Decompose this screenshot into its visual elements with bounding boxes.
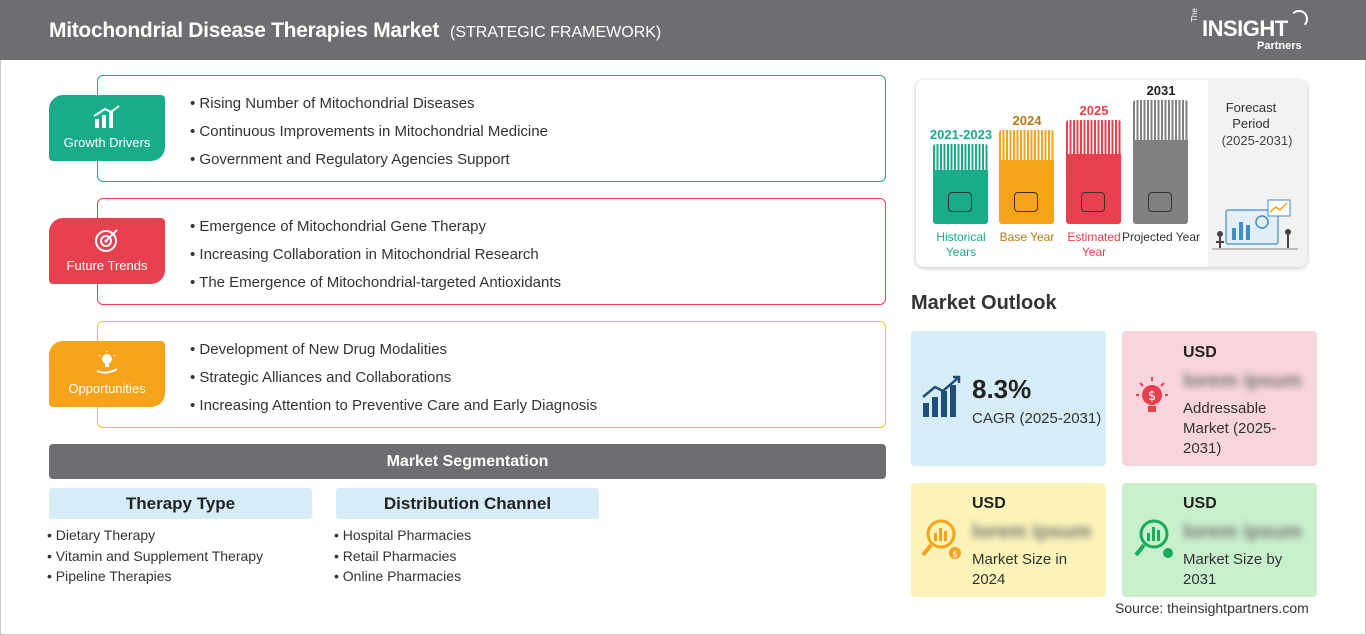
logo-insight: INSIGHT [1202, 16, 1288, 41]
logo-partners: Partners [1257, 40, 1302, 52]
timeline-year-label: 2021-2023 [929, 127, 993, 142]
addressable-currency: USD [1183, 344, 1217, 361]
svg-text:$: $ [1148, 389, 1156, 404]
clock-history-icon [948, 192, 972, 212]
size-2024-value: lorem ipsum [972, 521, 1091, 543]
opportunities-label: Opportunities [68, 381, 146, 396]
timeline-caption: Estimated Year [1067, 230, 1121, 259]
svg-text:$: $ [952, 550, 958, 560]
addressable-label: Addressable Market (2025-2031) [1183, 400, 1277, 457]
timeline-caption: Projected Year [1121, 230, 1201, 244]
addressable-market-tile: USD lorem ipsum Addressable Market (2025… [1122, 331, 1317, 466]
list-item: Increasing Collaboration in Mitochondria… [190, 245, 561, 273]
forecast-period-years: (2025-2031) [1221, 133, 1293, 148]
bar-stripes [1066, 120, 1121, 154]
timeline-bar-2031 [1133, 100, 1188, 224]
header-bar: Mitochondrial Disease Therapies Market (… [0, 0, 1366, 60]
estimate-chart-icon [1081, 192, 1105, 212]
insight-partners-logo[interactable]: The INSIGHT Partners [1190, 8, 1310, 54]
future-trends-label: Future Trends [66, 258, 148, 273]
growth-chart-icon [91, 105, 123, 129]
cagr-label: CAGR (2025-2031) [972, 410, 1102, 427]
market-segmentation-bar: Market Segmentation [49, 444, 886, 479]
list-item: Vitamin and Supplement Therapy [47, 546, 263, 567]
addressable-value: lorem ipsum [1183, 370, 1302, 392]
list-item: Online Pharmacies [334, 566, 471, 587]
growth-drivers-list: Rising Number of Mitochondrial Diseases … [190, 94, 548, 178]
list-item: The Emergence of Mitochondrial-targeted … [190, 273, 561, 301]
therapy-type-header: Therapy Type [49, 488, 312, 519]
cagr-value: 8.3% [972, 374, 1032, 404]
therapy-type-list: Dietary Therapy Vitamin and Supplement T… [47, 525, 263, 587]
magnifier-chart-icon [1134, 519, 1173, 558]
presentation-board-icon [1148, 192, 1172, 212]
future-trends-card: Emergence of Mitochondrial Gene Therapy … [97, 198, 886, 305]
growth-drivers-card: Rising Number of Mitochondrial Diseases … [97, 75, 886, 182]
market-outlook-title: Market Outlook [911, 292, 1057, 314]
opportunities-list: Development of New Drug Modalities Strat… [190, 340, 597, 424]
timeline-year-label: 2024 [1012, 113, 1042, 128]
forecast-period-title: Forecast Period [1225, 100, 1277, 131]
logo-arc-icon [1290, 10, 1308, 28]
list-item: Increasing Attention to Preventive Care … [190, 396, 597, 424]
timeline-bar-2024 [999, 130, 1054, 224]
timeline-year-label: 2025 [1079, 103, 1109, 118]
bar-stripes [933, 144, 988, 170]
market-size-2031-tile: USD lorem ipsum Market Size by 2031 [1122, 483, 1317, 597]
timeline-bar-2025 [1066, 120, 1121, 224]
page-title: Mitochondrial Disease Therapies Market [49, 19, 440, 42]
dashboard-illustration-icon [1212, 199, 1298, 250]
list-item: Dietary Therapy [47, 525, 263, 546]
list-item: Pipeline Therapies [47, 566, 263, 587]
growth-bar-chart-icon [922, 375, 961, 417]
size-2031-currency: USD [1183, 495, 1217, 512]
list-item: Retail Pharmacies [334, 546, 471, 567]
bar-stripes [1133, 100, 1188, 140]
list-item: Continuous Improvements in Mitochondrial… [190, 122, 548, 150]
timeline-caption: Historical Years [936, 230, 986, 259]
size-2031-label: Market Size by 2031 [1183, 551, 1283, 588]
money-bulb-icon: $ [1136, 377, 1168, 412]
timeline-year-label: 2031 [1146, 83, 1176, 98]
list-item: Rising Number of Mitochondrial Diseases [190, 94, 548, 122]
future-trends-list: Emergence of Mitochondrial Gene Therapy … [190, 217, 561, 301]
growth-drivers-badge: Growth Drivers [49, 95, 165, 161]
future-trends-badge: Future Trends [49, 218, 165, 284]
calendar-icon [1014, 192, 1038, 212]
size-2024-label: Market Size in 2024 [972, 551, 1068, 588]
list-item: Government and Regulatory Agencies Suppo… [190, 150, 548, 178]
cagr-tile: 8.3% CAGR (2025-2031) [911, 331, 1106, 466]
lightbulb-hand-icon [91, 351, 123, 375]
opportunities-badge: Opportunities [49, 341, 165, 407]
timeline-bar-2021-2023 [933, 144, 988, 224]
list-item: Hospital Pharmacies [334, 525, 471, 546]
distribution-channel-header: Distribution Channel [336, 488, 599, 519]
list-item: Emergence of Mitochondrial Gene Therapy [190, 217, 561, 245]
market-size-2024-tile: USD lorem ipsum Market Size in 2024 $ [911, 483, 1106, 597]
size-2031-value: lorem ipsum [1183, 521, 1302, 543]
list-item: Development of New Drug Modalities [190, 340, 597, 368]
target-icon [91, 228, 123, 252]
size-2024-currency: USD [972, 495, 1006, 512]
timeline-caption: Base Year [999, 230, 1055, 244]
magnifier-chart-icon: $ [921, 519, 961, 560]
page-subtitle: (STRATEGIC FRAMEWORK) [450, 24, 662, 41]
growth-drivers-label: Growth Drivers [63, 135, 151, 150]
logo-the: The [1190, 8, 1199, 22]
distribution-channel-list: Hospital Pharmacies Retail Pharmacies On… [334, 525, 471, 587]
bar-stripes [999, 130, 1054, 160]
source-credit[interactable]: Source: theinsightpartners.com [1115, 600, 1309, 616]
list-item: Strategic Alliances and Collaborations [190, 368, 597, 396]
opportunities-card: Development of New Drug Modalities Strat… [97, 321, 886, 428]
